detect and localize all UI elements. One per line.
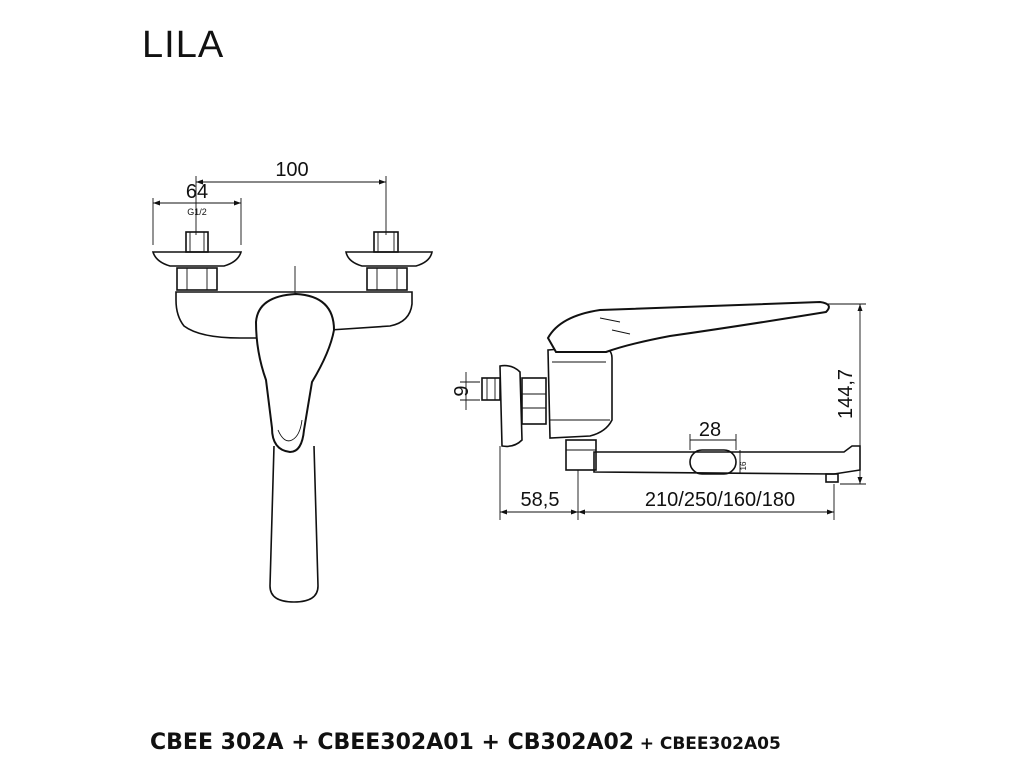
lever-front	[254, 292, 336, 454]
dimension-depth: 58,5 210/250/160/180	[499, 446, 835, 520]
spout-front	[269, 445, 319, 603]
product-title: LILA	[142, 24, 225, 66]
dim-label-9: 9	[451, 385, 473, 396]
nut	[521, 377, 547, 425]
thread-label: G1/2	[187, 207, 207, 217]
lever-detail	[599, 317, 631, 335]
aerator	[825, 473, 839, 483]
dimension-aerator: 28 16	[689, 419, 748, 475]
dim-label-64: 64	[186, 181, 208, 203]
product-codes-main: CBEE 302A + CBEE302A01 + CB302A02	[150, 730, 635, 755]
dim-label-28: 28	[699, 419, 721, 441]
dim-label-100: 100	[275, 159, 308, 181]
left-connector	[151, 231, 243, 291]
lever-highlight	[277, 419, 303, 442]
dim-label-58-5: 58,5	[521, 489, 560, 511]
dim-label-spout: 210/250/160/180	[645, 489, 795, 511]
wall-flange	[499, 364, 523, 448]
side-view: 9 28 16 144,7	[451, 300, 866, 520]
dimension-height: 144,7	[826, 303, 866, 485]
aerator-oval	[689, 449, 737, 475]
lever-side	[546, 300, 830, 353]
valve-body	[547, 345, 613, 439]
dim-label-height: 144,7	[835, 369, 857, 419]
product-codes-extra: + CBEE302A05	[639, 734, 781, 754]
product-codes: CBEE 302A + CBEE302A01 + CB302A02 + CBEE…	[150, 730, 781, 755]
right-connector	[345, 231, 433, 291]
pipe-stub	[481, 377, 501, 401]
dimension-width-flange: 64 G1/2	[152, 181, 242, 245]
dimension-width-centers: 100	[195, 159, 387, 235]
spout-base	[565, 439, 597, 471]
front-view: 100 64 G1/2	[151, 159, 433, 603]
dim-label-16: 16	[739, 461, 748, 470]
dimension-pipe-offset: 9	[451, 372, 480, 410]
